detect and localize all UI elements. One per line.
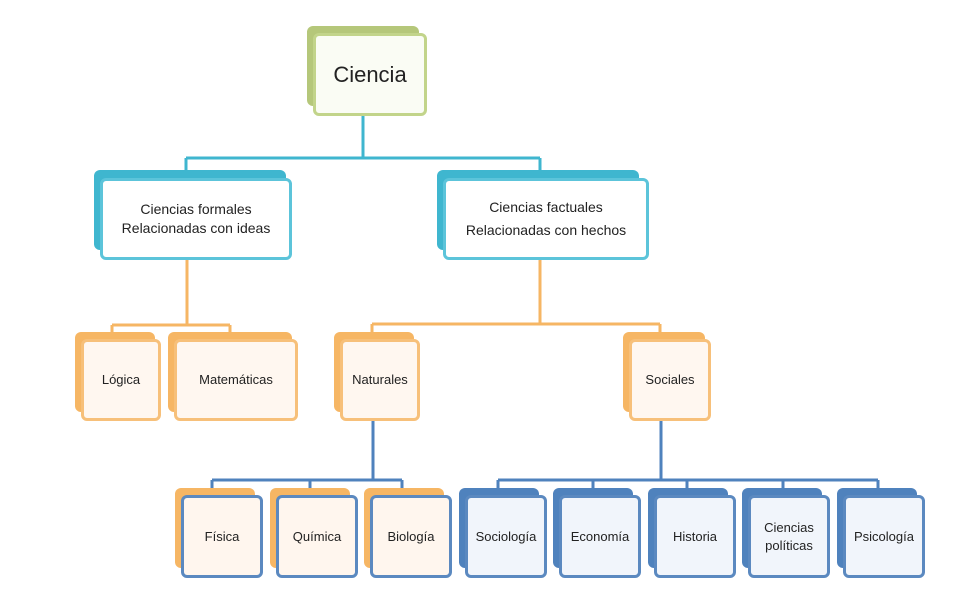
sociales-label: Sociales bbox=[645, 372, 695, 388]
formales-title: Ciencias formales bbox=[140, 201, 252, 218]
node-sociologia: Sociología bbox=[465, 495, 547, 578]
root-connectors bbox=[184, 115, 542, 172]
node-sociales: Sociales bbox=[629, 339, 711, 421]
fisica-label: Física bbox=[204, 528, 240, 544]
sociologia-label: Sociología bbox=[475, 528, 537, 544]
level3-connectors bbox=[210, 420, 880, 490]
quimica-label: Química bbox=[292, 528, 342, 544]
level2-connectors bbox=[110, 258, 662, 334]
root-node-ciencia: Ciencia bbox=[313, 33, 427, 116]
factuales-subtitle: Relacionadas con hechos bbox=[465, 222, 627, 238]
node-economia: Economía bbox=[559, 495, 641, 578]
node-psicologia: Psicología bbox=[843, 495, 925, 578]
psicologia-label: Psicología bbox=[854, 528, 914, 544]
historia-label: Historia bbox=[672, 528, 718, 544]
formales-subtitle: Relacionadas con ideas bbox=[121, 220, 271, 236]
node-ciencias-formales: Ciencias formales Relacionadas con ideas bbox=[100, 178, 292, 260]
biologia-label: Biología bbox=[387, 528, 435, 544]
node-ciencias-politicas: Ciencias políticas bbox=[748, 495, 830, 578]
economia-label: Economía bbox=[570, 528, 630, 544]
node-fisica: Física bbox=[181, 495, 263, 578]
node-biologia: Biología bbox=[370, 495, 452, 578]
factuales-title: Ciencias factuales bbox=[489, 199, 603, 216]
root-label: Ciencia bbox=[333, 61, 407, 87]
naturales-label: Naturales bbox=[352, 372, 408, 388]
node-quimica: Química bbox=[276, 495, 358, 578]
ciencias-politicas-line2: políticas bbox=[765, 537, 813, 553]
node-historia: Historia bbox=[654, 495, 736, 578]
node-ciencias-factuales: Ciencias factuales Relacionadas con hech… bbox=[443, 178, 649, 260]
node-logica: Lógica bbox=[81, 339, 161, 421]
ciencias-politicas-line1: Ciencias bbox=[764, 519, 814, 535]
node-matematicas: Matemáticas bbox=[174, 339, 298, 421]
logica-label: Lógica bbox=[101, 372, 141, 388]
node-naturales: Naturales bbox=[340, 339, 420, 421]
matematicas-label: Matemáticas bbox=[199, 372, 273, 388]
